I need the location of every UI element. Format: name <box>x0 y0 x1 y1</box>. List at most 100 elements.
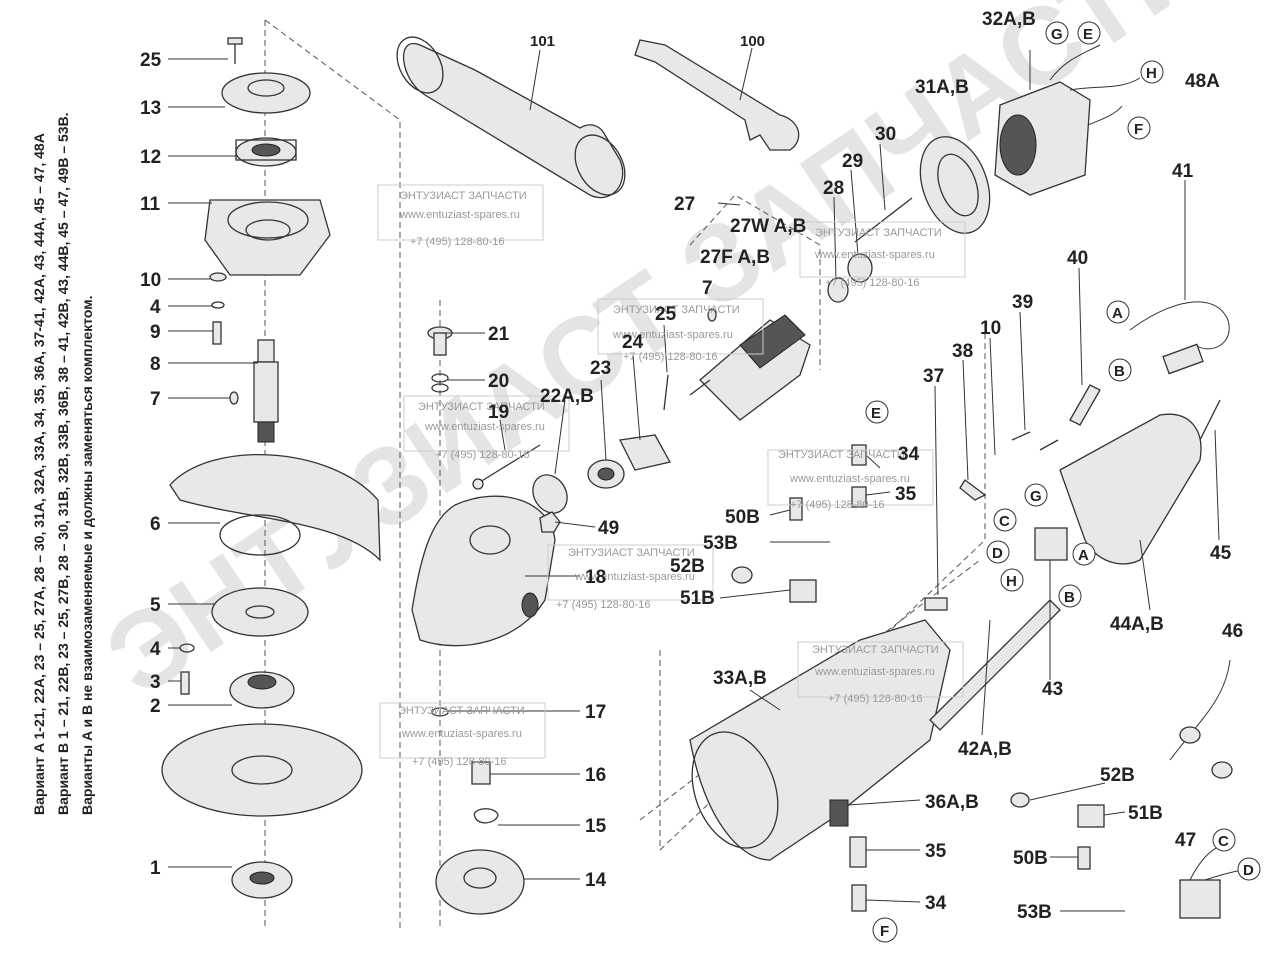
wm-name: ЭНТУЗИАСТ ЗАПЧАСТИ <box>568 547 695 559</box>
part-screws-39 <box>1011 431 1059 451</box>
label-a1: A <box>1112 305 1123 322</box>
label-24: 24 <box>622 332 644 353</box>
label-2: 2 <box>150 696 161 717</box>
part-cord-41 <box>1129 301 1230 375</box>
label-21: 21 <box>488 324 510 345</box>
label-53b: 53B <box>1017 902 1052 923</box>
watermark-box: ЭНТУЗИАСТ ЗАПЧАСТИ www.entuziast-spares.… <box>797 641 964 705</box>
watermark-box: ЭНТУЗИАСТ ЗАПЧАСТИ www.entuziast-spares.… <box>597 298 764 363</box>
part-bearing-12 <box>235 137 297 167</box>
part-gear-housing-18 <box>411 495 556 647</box>
part-nut-49 <box>539 511 561 533</box>
label-e1: E <box>1083 26 1093 43</box>
label-1: 1 <box>150 858 161 879</box>
wm-phone: +7 (495) 128-80-16 <box>435 449 529 461</box>
label-17: 17 <box>585 702 606 723</box>
part-motor-housing-33 <box>689 619 951 861</box>
part-clip-52a <box>731 566 753 584</box>
label-6: 6 <box>150 514 161 535</box>
wm-site: www.entuziast-spares.ru <box>399 209 520 221</box>
wm-phone: +7 (495) 128-80-16 <box>410 236 504 248</box>
label-40: 40 <box>1067 248 1088 269</box>
label-25b: 25 <box>655 304 677 325</box>
watermark-box: ЭНТУЗИАСТ ЗАПЧАСТИ www.entuziast-spares.… <box>767 449 934 511</box>
part-holder-51b <box>1077 804 1105 828</box>
label-h1: H <box>1146 65 1157 82</box>
wm-phone: +7 (495) 128-80-16 <box>828 693 922 705</box>
label-35b: 35 <box>925 841 947 862</box>
part-brush-50b <box>1077 846 1091 870</box>
part-screw-25 <box>227 37 243 64</box>
label-34a: 34 <box>898 444 920 465</box>
part-screw-3 <box>180 671 190 695</box>
label-22: 22A,B <box>540 386 594 407</box>
wm-name: ЭНТУЗИАСТ ЗАПЧАСТИ <box>400 190 527 202</box>
part-bushing-16 <box>471 761 491 785</box>
label-32: 32A,B <box>982 9 1036 30</box>
part-washer-10 <box>209 272 227 282</box>
wm-site: www.entuziast-spares.ru <box>401 728 522 740</box>
label-b2: B <box>1064 589 1075 606</box>
part-clamp-38 <box>959 479 987 501</box>
part-brush-34b <box>851 884 867 912</box>
label-101: 101 <box>530 33 555 50</box>
label-46: 46 <box>1222 621 1243 642</box>
part-flange-2 <box>229 671 295 709</box>
part-bushing-29 <box>847 253 873 283</box>
label-23: 23 <box>590 358 611 379</box>
part-plate-5 <box>211 587 309 637</box>
part-pinion-22 <box>532 474 568 514</box>
label-49: 49 <box>598 518 619 539</box>
part-leads-48 <box>1049 44 1141 126</box>
note-variant-b: Вариант В 1 – 21, 22B, 23 – 25, 27B, 28 … <box>55 112 71 815</box>
part-switch-43 <box>1034 527 1068 561</box>
note-variant-a: Вариант A 1-21, 22A, 23 – 25, 27A, 28 – … <box>31 133 47 815</box>
leader-lines <box>168 47 1220 912</box>
label-50b: 50B <box>1013 848 1048 869</box>
label-44: 44A,B <box>1110 614 1164 635</box>
wm-site: www.entuziast-spares.ru <box>814 249 935 261</box>
label-45: 45 <box>1210 543 1232 564</box>
label-12: 12 <box>140 147 161 168</box>
wm-name: ЭНТУЗИАСТ ЗАПЧАСТИ <box>815 227 942 239</box>
watermark-box: ЭНТУЗИАСТ ЗАПЧАСТИ www.entuziast-spares.… <box>403 395 570 461</box>
part-bevel-gear-14 <box>435 849 525 915</box>
part-key-7a <box>229 391 239 405</box>
label-e2: E <box>871 405 881 422</box>
wm-name: ЭНТУЗИАСТ ЗАПЧАСТИ <box>778 449 905 461</box>
label-3: 3 <box>150 672 161 693</box>
wm-site: www.entuziast-spares.ru <box>574 571 695 583</box>
label-4b: 4 <box>150 639 161 660</box>
wm-phone: +7 (495) 128-80-16 <box>790 499 884 511</box>
label-41: 41 <box>1172 161 1194 182</box>
label-13: 13 <box>140 98 161 119</box>
wm-site: www.entuziast-spares.ru <box>789 473 910 485</box>
part-brush-set-47 <box>1179 844 1243 919</box>
label-48a: 48A <box>1185 71 1220 92</box>
wm-site: www.entuziast-spares.ru <box>814 666 935 678</box>
part-brush-holder-37 <box>924 597 948 611</box>
label-30: 30 <box>875 124 896 145</box>
part-baffle-31 <box>919 136 991 234</box>
wm-site: www.entuziast-spares.ru <box>424 421 545 433</box>
part-bearing-23 <box>587 459 625 489</box>
label-a2: A <box>1078 547 1089 564</box>
label-25: 25 <box>140 50 162 71</box>
part-key-7b <box>707 308 717 322</box>
label-7: 7 <box>150 389 161 410</box>
part-screw-30 <box>854 197 913 243</box>
label-d2: D <box>1243 862 1254 879</box>
label-11: 11 <box>140 194 161 215</box>
label-42: 42A,B <box>958 739 1012 760</box>
wm-phone: +7 (495) 128-80-16 <box>412 756 506 768</box>
part-guard-6 <box>169 453 381 562</box>
part-ring-4a <box>211 301 225 309</box>
label-27: 27 <box>674 194 695 215</box>
watermark-box: ЭНТУЗИАСТ ЗАПЧАСТИ www.entuziast-spares.… <box>799 221 966 289</box>
label-15: 15 <box>585 816 607 837</box>
part-brush-50a <box>789 497 803 521</box>
label-38: 38 <box>952 341 973 362</box>
part-screw-45 <box>1199 399 1221 441</box>
note-variants-compat: Варианты A и B не взаимозаменяемые и дол… <box>79 296 95 815</box>
